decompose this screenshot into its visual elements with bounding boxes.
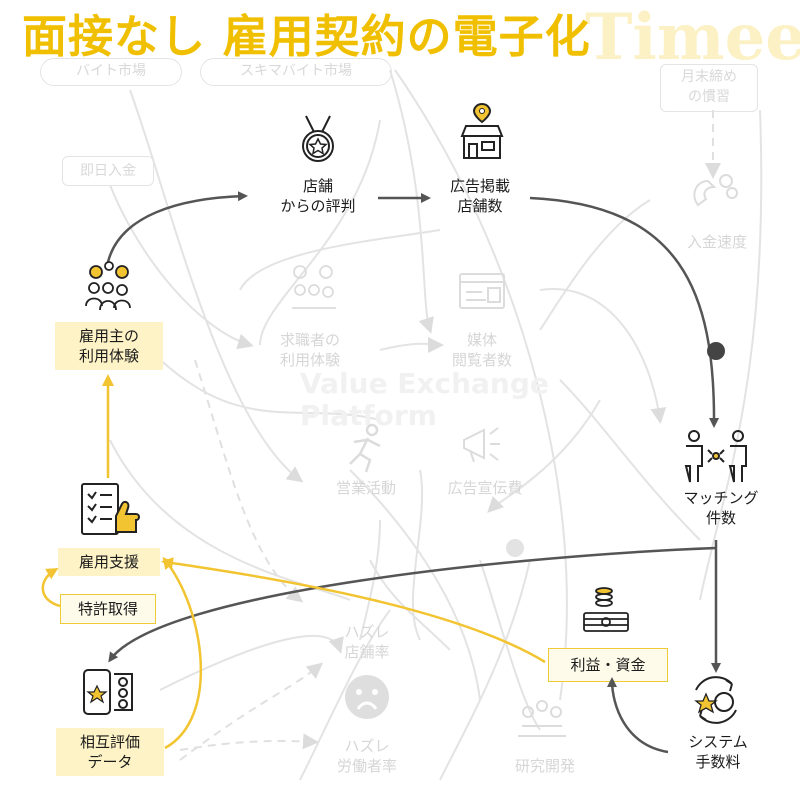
sukima-market-pill: スキマバイト市場 <box>200 58 392 86</box>
matching-count-label: マッチング 件数 <box>683 489 759 527</box>
rnd-label: 研究開発 <box>514 757 575 775</box>
employer-feedback-icon <box>85 261 131 311</box>
team-icon <box>518 700 566 737</box>
system-fee-label: システム 手数料 <box>688 733 748 771</box>
same-day-pay-box: 即日入金 <box>62 156 154 186</box>
medal-icon <box>302 115 334 162</box>
jobseeker-experience-label: 求職者の 利用体験 <box>279 331 340 369</box>
miss-store-rate-label: ハズレ 店舗率 <box>344 623 390 661</box>
fee-cycle-icon <box>694 676 737 724</box>
miss-worker-rate-label: ハズレ 労働者率 <box>336 737 397 775</box>
profit-funds-box: 利益・資金 <box>548 648 668 682</box>
baito-market-pill: バイト市場 <box>40 58 182 86</box>
employment-support-label: 雇用支援 <box>58 548 160 576</box>
runner-icon <box>349 423 381 473</box>
media-viewers-label: 媒体 閲覧者数 <box>451 331 512 369</box>
watermark-logo: Timee <box>584 0 800 75</box>
sad-face-icon <box>345 675 389 719</box>
sales-activity-label: 営業活動 <box>335 479 396 497</box>
matching-people-icon <box>684 430 747 483</box>
monthly-closing-box: 月末締め の慣習 <box>660 64 758 112</box>
store-reviews-label: 店舗 からの評判 <box>280 177 356 215</box>
mutual-review-data-label: 相互評価 データ <box>56 728 164 776</box>
ad-stores-label: 広告掲載 店舗数 <box>449 177 510 215</box>
job-board-icon <box>459 273 505 309</box>
center-watermark: Value Exchange Platform <box>300 367 549 432</box>
megaphone-icon <box>463 427 500 463</box>
seeker-feedback-icon <box>292 265 336 309</box>
patent-box: 特許取得 <box>60 594 156 624</box>
magnet-coin-icon <box>693 174 738 207</box>
checklist-thumb-icon <box>81 483 140 535</box>
ad-costs-label: 広告宣伝費 <box>447 479 523 497</box>
junction-dot <box>707 342 725 360</box>
store-icon <box>460 102 504 159</box>
employer-experience-label: 雇用主の 利用体験 <box>55 322 163 370</box>
page-title: 面接なし 雇用契約の電子化 <box>22 10 591 63</box>
rating-phone-icon <box>83 669 133 715</box>
money-stack-icon <box>583 587 629 632</box>
deposit-speed-label: 入金速度 <box>686 233 747 251</box>
